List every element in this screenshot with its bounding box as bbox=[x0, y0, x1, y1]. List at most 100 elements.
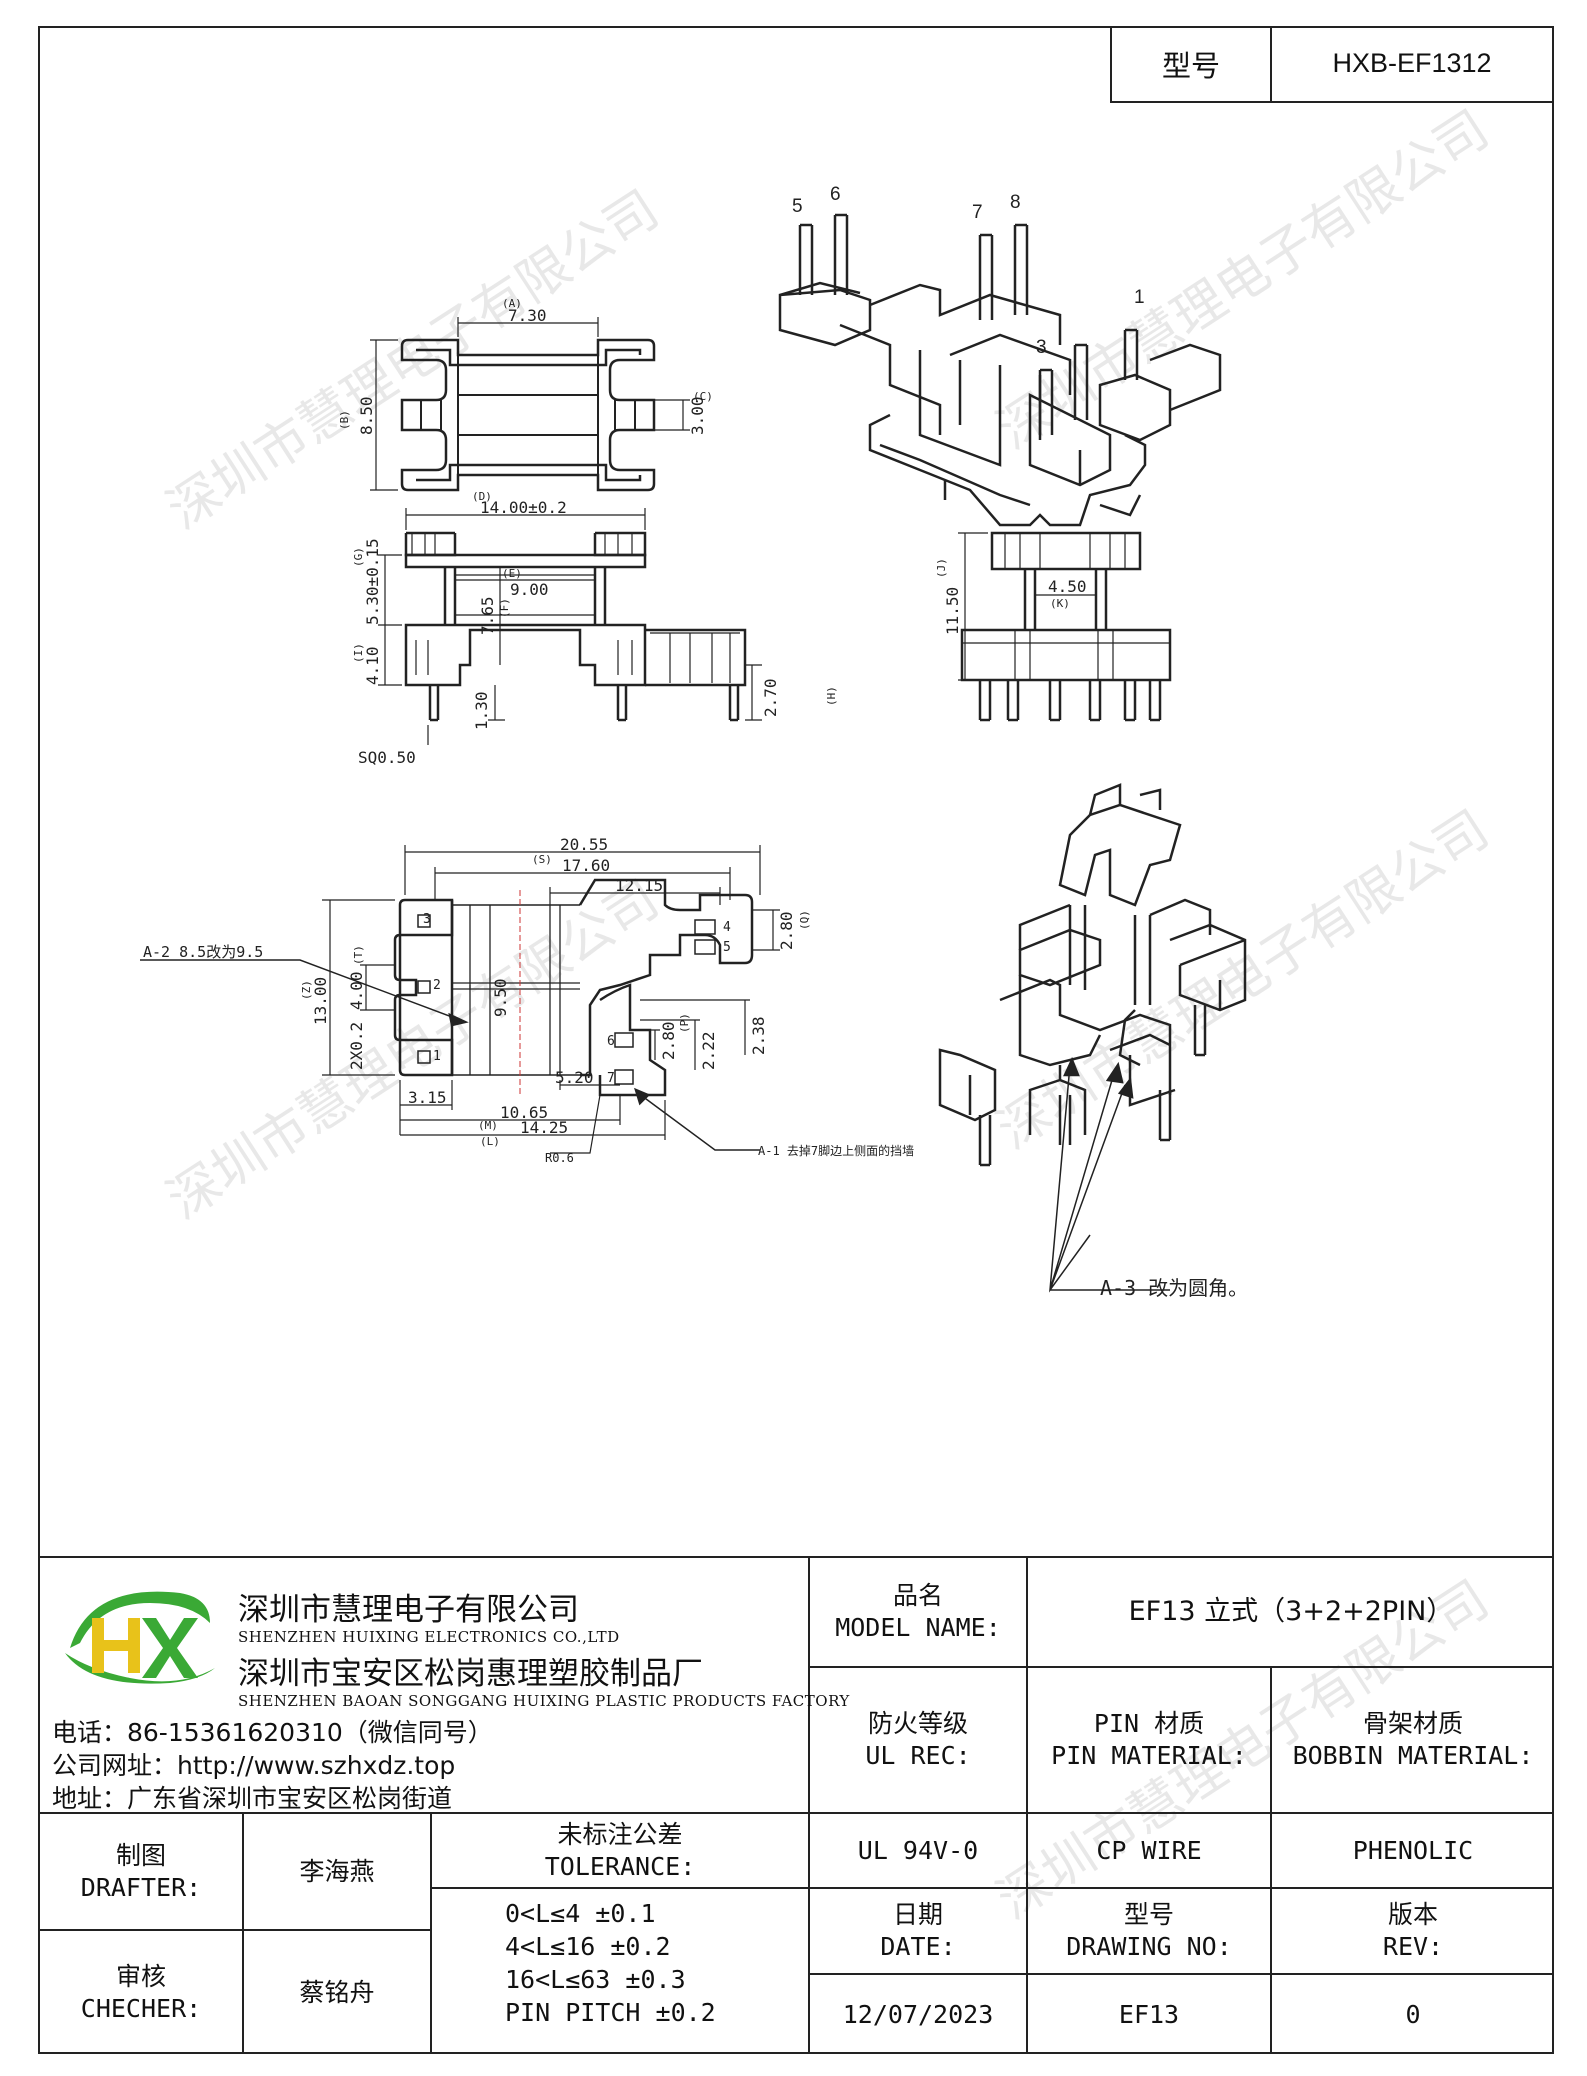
dim-tag-j: (J) bbox=[935, 558, 948, 578]
divider bbox=[1026, 1556, 1028, 2054]
pin-label: 7 bbox=[972, 202, 983, 223]
logo-swoosh bbox=[65, 1653, 215, 1684]
divider bbox=[430, 1887, 808, 1889]
dim-sq-0-50: SQ0.50 bbox=[358, 748, 416, 767]
front-view-labels: 14.00±0.2 (D) 9.00 (E) 7.65 (F) 5.30±0.1… bbox=[352, 490, 838, 767]
dim-9-50: 9.50 bbox=[491, 978, 510, 1017]
checker-en: CHECHER: bbox=[80, 1993, 202, 2023]
bottom-pin-label: 1 bbox=[433, 1049, 441, 1064]
factory-name-cn: 深圳市宝安区松岗惠理塑胶制品厂 bbox=[238, 1656, 703, 1692]
dim-4-50: 4.50 bbox=[1048, 577, 1087, 596]
bottom-pin-label: 2 bbox=[433, 978, 441, 993]
tolerance-label: 未标注公差 TOLERANCE: bbox=[432, 1814, 808, 1887]
note-a2: A-2 8.5改为9.5 bbox=[143, 943, 263, 961]
dim-tag-l: (L) bbox=[480, 1135, 500, 1148]
dim-tag-a: (A) bbox=[502, 297, 522, 310]
divider bbox=[430, 1812, 432, 2054]
model-name-en: MODEL NAME: bbox=[835, 1613, 1001, 1642]
pin-label: 3 bbox=[1036, 337, 1047, 358]
dim-tag-e: (E) bbox=[502, 567, 522, 580]
tolerance-line: PIN PITCH ±0.2 bbox=[505, 1998, 716, 2027]
pin-label: 5 bbox=[792, 196, 803, 217]
drawing-no-value: EF13 bbox=[1118, 1999, 1180, 2029]
dim-3-00: 3.00 bbox=[688, 396, 707, 435]
bottom-pin-label: 7 bbox=[607, 1071, 615, 1086]
dim-tag-k: (K) bbox=[1050, 597, 1070, 610]
model-value: HXB-EF1312 bbox=[1332, 48, 1492, 78]
dim-tag-z: (Z) bbox=[300, 980, 313, 1000]
pin-material-en: PIN MATERIAL: bbox=[1051, 1741, 1247, 1770]
model-label: 型号 bbox=[1112, 26, 1272, 101]
dim-4-10: 4.10 bbox=[363, 646, 382, 685]
dim-tag-s: (S) bbox=[532, 853, 552, 866]
logo-swoosh bbox=[70, 1591, 210, 1648]
dim-tag-q: (Q) bbox=[798, 910, 811, 930]
model-header-box: 型号 HXB-EF1312 bbox=[1110, 26, 1554, 103]
title-block bbox=[38, 1556, 1554, 2056]
drafter-value: 李海燕 bbox=[299, 1856, 375, 1886]
revision-value: 0 bbox=[1405, 1999, 1421, 2029]
dim-20-55: 20.55 bbox=[560, 835, 608, 854]
dim-tag-g: (G) bbox=[352, 547, 365, 567]
drawing-no-label: 型号 DRAWING NO: bbox=[1028, 1889, 1270, 1973]
dim-2-70: 2.70 bbox=[761, 678, 780, 717]
drawing-sheet-border bbox=[38, 26, 1554, 2054]
tolerance-line: 0<L≤4 ±0.1 bbox=[505, 1899, 656, 1928]
dim-14-25: 14.25 bbox=[520, 1118, 568, 1137]
divider bbox=[242, 1812, 244, 2054]
iso2-labels: A-3 改为圆角。 bbox=[1100, 1276, 1248, 1300]
pin-material-label: PIN 材质 PIN MATERIAL: bbox=[1028, 1668, 1270, 1812]
divider bbox=[808, 1556, 810, 2054]
technical-drawing: 7.30 (A) 8.50 (B) 3.00 (C) 5 6 7 8 bbox=[140, 184, 1248, 1300]
contact-phone: 电话：86-15361620310（微信同号） bbox=[52, 1718, 493, 1747]
revision-en: REV: bbox=[1382, 1932, 1444, 1961]
bobbin-material-value: PHENOLIC bbox=[1352, 1835, 1474, 1865]
dim-13-00: 13.00 bbox=[311, 977, 330, 1025]
dim-8-50: 8.50 bbox=[357, 396, 376, 435]
tolerance-line: 4<L≤16 ±0.2 bbox=[505, 1932, 671, 1961]
dim-2x0-2: 2X0.2 bbox=[347, 1022, 366, 1070]
model-name-cn: 品名 bbox=[892, 1581, 943, 1610]
fire-rating-cn: 防火等级 bbox=[867, 1709, 968, 1738]
revision-cn: 版本 bbox=[1387, 1900, 1438, 1929]
top-view-labels: 7.30 (A) 8.50 (B) 3.00 (C) bbox=[338, 297, 713, 435]
contact-address: 地址：广东省深圳市宝安区松岗街道 bbox=[52, 1784, 453, 1813]
bobbin-material-cn: 骨架材质 bbox=[1362, 1709, 1463, 1738]
top-view bbox=[370, 317, 690, 492]
factory-name-en: SHENZHEN BAOAN SONGGANG HUIXING PLASTIC … bbox=[238, 1692, 850, 1710]
dim-2-22: 2.22 bbox=[699, 1031, 718, 1070]
iso-pin-labels: 5 6 7 8 1 3 bbox=[792, 184, 1145, 358]
date-label: 日期 DATE: bbox=[810, 1889, 1026, 1973]
bottom-pin-label: 5 bbox=[723, 940, 731, 955]
fire-rating-label: 防火等级 UL REC: bbox=[810, 1668, 1026, 1812]
dim-tag-d: (D) bbox=[472, 490, 492, 503]
bobbin-material-label: 骨架材质 BOBBIN MATERIAL: bbox=[1272, 1668, 1554, 1812]
dim-tag-h: (H) bbox=[825, 686, 838, 706]
dim-tag-i: (I) bbox=[352, 643, 365, 663]
model-name-value: EF13 立式（3+2+2PIN） bbox=[1128, 1596, 1454, 1627]
drawing-no-cn: 型号 bbox=[1123, 1900, 1174, 1929]
dim-7-30: 7.30 bbox=[508, 306, 547, 325]
end-view-labels: 4.50 (K) 11.50 (J) bbox=[935, 558, 1087, 635]
drafter-label: 制图 DRAFTER: bbox=[40, 1814, 242, 1929]
fire-rating-value: UL 94V-0 bbox=[857, 1835, 979, 1865]
bobbin-material-en: BOBBIN MATERIAL: bbox=[1292, 1741, 1534, 1770]
revision-label: 版本 REV: bbox=[1272, 1889, 1554, 1973]
company-logo bbox=[65, 1591, 215, 1684]
dim-10-65: 10.65 bbox=[500, 1103, 548, 1122]
divider bbox=[808, 1887, 1554, 1889]
drawing-no-en: DRAWING NO: bbox=[1066, 1932, 1232, 1961]
company-name-en: SHENZHEN HUIXING ELECTRONICS CO.,LTD bbox=[238, 1628, 620, 1646]
dim-tag-m: (M) bbox=[478, 1119, 498, 1132]
bottom-pin-label: 3 bbox=[423, 912, 431, 927]
dim-3-15: 3.15 bbox=[408, 1088, 447, 1107]
checker-label: 审核 CHECHER: bbox=[40, 1931, 242, 2054]
tolerance-en: TOLERANCE: bbox=[544, 1851, 696, 1881]
model-name-label: 品名 MODEL NAME: bbox=[810, 1558, 1026, 1666]
dim-tag-b: (B) bbox=[338, 410, 351, 430]
bottom-pin-label: 4 bbox=[723, 920, 731, 935]
note-a3: A-3 改为圆角。 bbox=[1100, 1276, 1248, 1300]
company-name-cn: 深圳市慧理电子有限公司 bbox=[238, 1592, 579, 1628]
contact-website[interactable]: 公司网址：http://www.szhxdz.top bbox=[52, 1751, 456, 1780]
divider bbox=[1270, 1667, 1272, 2054]
